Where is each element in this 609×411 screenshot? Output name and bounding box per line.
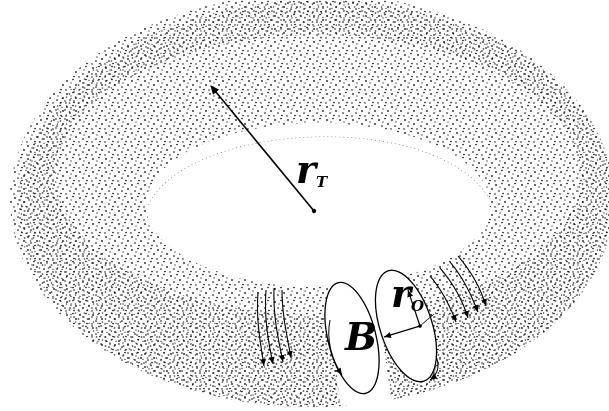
torus-shading bbox=[10, 0, 609, 407]
torus-center-dot bbox=[312, 209, 316, 213]
label-field: B bbox=[344, 314, 377, 359]
